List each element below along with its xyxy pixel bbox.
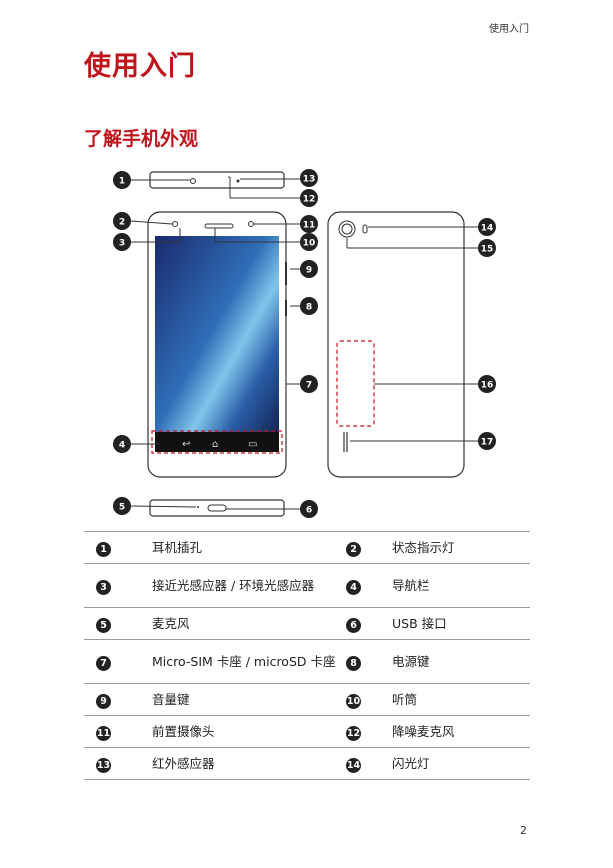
part-label: USB 接口 xyxy=(392,607,530,640)
svg-text:1: 1 xyxy=(119,177,125,187)
svg-text:6: 6 xyxy=(306,506,312,516)
part-number: 5 xyxy=(96,617,111,633)
section-title: 了解手机外观 xyxy=(84,128,199,150)
svg-text:9: 9 xyxy=(306,266,312,276)
svg-text:12: 12 xyxy=(303,195,316,205)
callout-10: 10 xyxy=(300,233,318,251)
callout-15: 15 xyxy=(478,239,496,257)
svg-text:↩: ↩ xyxy=(182,439,190,450)
part-label: 降噪麦克风 xyxy=(392,715,530,748)
svg-text:⌂: ⌂ xyxy=(212,439,218,450)
part-label: Micro-SIM 卡座 / microSD 卡座 xyxy=(122,639,342,684)
callout-7: 7 xyxy=(300,375,318,393)
svg-text:10: 10 xyxy=(303,239,316,249)
callout-6: 6 xyxy=(300,500,318,518)
part-number: 13 xyxy=(96,757,111,773)
part-number: 7 xyxy=(96,655,111,671)
part-label: 电源键 xyxy=(392,639,530,684)
callout-8: 8 xyxy=(300,297,318,315)
svg-text:15: 15 xyxy=(481,245,494,255)
part-number: 2 xyxy=(346,541,361,557)
part-number: 12 xyxy=(346,725,361,741)
svg-text:8: 8 xyxy=(306,303,312,313)
callout-1: 1 xyxy=(113,171,131,189)
part-number: 6 xyxy=(346,617,361,633)
callout-9: 9 xyxy=(300,260,318,278)
part-label: 红外感应器 xyxy=(122,747,342,780)
svg-text:▭: ▭ xyxy=(248,439,257,450)
svg-text:3: 3 xyxy=(119,239,125,249)
svg-text:17: 17 xyxy=(481,438,494,448)
part-number: 10 xyxy=(346,693,361,709)
callout-11: 11 xyxy=(300,215,318,233)
page-header-section: 使用入门 xyxy=(489,24,529,35)
callout-17: 17 xyxy=(478,432,496,450)
part-label: 前置摄像头 xyxy=(122,715,342,748)
svg-text:16: 16 xyxy=(481,381,494,391)
svg-text:5: 5 xyxy=(119,503,125,513)
part-label: 音量键 xyxy=(122,683,342,716)
svg-text:4: 4 xyxy=(119,441,125,451)
part-label: 闪光灯 xyxy=(392,747,530,780)
part-label: 听筒 xyxy=(392,683,530,716)
phone-diagram: ↩ ⌂ ▭ xyxy=(113,169,496,518)
page-title: 使用入门 xyxy=(84,51,196,82)
part-label: 导航栏 xyxy=(392,563,530,608)
leader-lines xyxy=(130,177,478,510)
part-number: 3 xyxy=(96,579,111,595)
callout-3: 3 xyxy=(113,233,131,251)
part-number: 4 xyxy=(346,579,361,595)
svg-text:7: 7 xyxy=(306,381,312,391)
part-number: 8 xyxy=(346,655,361,671)
part-label: 耳机插孔 xyxy=(122,531,342,564)
svg-text:2: 2 xyxy=(119,218,125,228)
part-label: 状态指示灯 xyxy=(392,531,530,564)
part-label: 接近光感应器 / 环境光感应器 xyxy=(122,563,342,608)
callout-16: 16 xyxy=(478,375,496,393)
phone-back xyxy=(327,211,465,478)
svg-text:14: 14 xyxy=(481,224,494,234)
part-number: 14 xyxy=(346,757,361,773)
callout-12: 12 xyxy=(300,189,318,207)
callout-14: 14 xyxy=(478,218,496,236)
part-number: 11 xyxy=(96,725,111,741)
part-number: 9 xyxy=(96,693,111,709)
callout-4: 4 xyxy=(113,435,131,453)
phone-front: ↩ ⌂ ▭ xyxy=(147,211,287,478)
phone-bottom-edge xyxy=(149,499,285,517)
svg-text:13: 13 xyxy=(303,175,316,185)
callout-13: 13 xyxy=(300,169,318,187)
svg-text:11: 11 xyxy=(303,221,316,231)
page-number: 2 xyxy=(520,824,527,837)
callout-5: 5 xyxy=(113,497,131,515)
part-label: 麦克风 xyxy=(122,607,342,640)
part-number: 1 xyxy=(96,541,111,557)
callout-2: 2 xyxy=(113,212,131,230)
